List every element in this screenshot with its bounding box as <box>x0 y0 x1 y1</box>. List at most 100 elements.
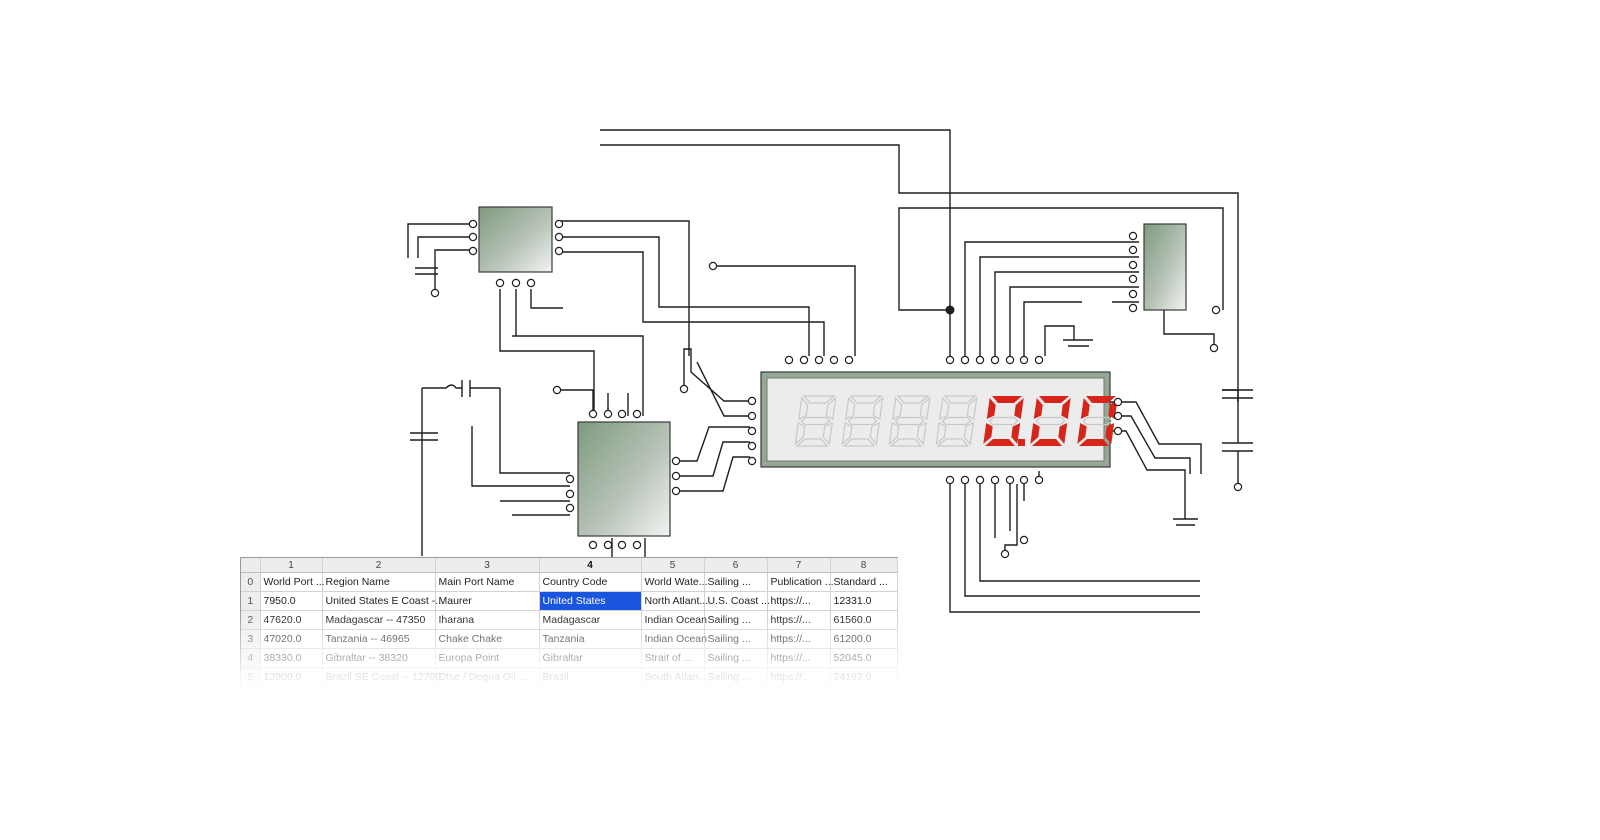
table-cell[interactable]: Sailing ... <box>704 648 768 668</box>
table-cell[interactable]: Country Code <box>539 572 642 592</box>
pin-terminal <box>671 486 681 496</box>
pin-terminal <box>747 456 757 466</box>
table-cell[interactable]: Chake Chake <box>435 629 540 649</box>
column-header[interactable]: 6 <box>704 558 768 573</box>
table-cell[interactable]: Dtse / Degua Oil ... <box>435 667 540 687</box>
table-cell[interactable]: Maurer <box>435 591 540 611</box>
pin-terminal <box>1128 231 1138 241</box>
table-cell[interactable]: Strait of ... <box>641 648 705 668</box>
unlit-segment-g-digit-3 <box>894 416 925 426</box>
column-header[interactable]: 7 <box>767 558 831 573</box>
pin-terminal <box>565 474 575 484</box>
table-cell[interactable]: Brazil SE Coast -- 12700 <box>322 667 441 687</box>
row-header[interactable]: 2 <box>241 610 261 630</box>
lit-segment-f-digit-6 <box>1033 398 1043 419</box>
table-cell[interactable]: https://... <box>767 667 831 687</box>
column-header[interactable]: 4 <box>539 558 642 573</box>
row-header[interactable]: 0 <box>241 572 261 592</box>
pin-terminal <box>1019 355 1029 365</box>
lit-segment-c-digit-6 <box>1058 423 1068 444</box>
table-cell[interactable]: U.S. Coast ... <box>704 591 770 611</box>
row-header[interactable]: 1 <box>241 591 261 611</box>
pin-terminal <box>588 540 598 550</box>
table-cell[interactable]: Tanzania <box>539 629 642 649</box>
table-cell[interactable]: Madagascar <box>539 610 642 630</box>
table-cell[interactable]: South Atlan... <box>641 667 707 687</box>
lit-segment-f-digit-5 <box>986 398 996 419</box>
pin-terminal <box>554 246 564 256</box>
pin-terminal <box>960 355 970 365</box>
table-cell[interactable]: United States <box>539 591 642 611</box>
column-header[interactable]: 2 <box>322 558 436 573</box>
column-header[interactable]: 5 <box>641 558 705 573</box>
column-header[interactable]: 8 <box>830 558 898 573</box>
pin-terminal <box>975 355 985 365</box>
table-cell[interactable]: Indian Ocean <box>641 610 707 630</box>
pin-terminal <box>799 355 809 365</box>
table-cell[interactable]: North Atlant... <box>641 591 708 611</box>
table-cell[interactable]: 7950.0 <box>260 591 323 611</box>
table-cell[interactable]: Indian Ocean <box>641 629 707 649</box>
table-cell[interactable]: Gibraltar <box>539 648 642 668</box>
table-cell[interactable]: Gibraltar -- 38320 <box>322 648 436 668</box>
table-cell[interactable]: World Wate... <box>641 572 708 592</box>
pin-terminal <box>1034 355 1044 365</box>
table-cell[interactable]: Sailing ... <box>704 667 768 687</box>
table-cell[interactable]: Iharana <box>435 610 540 630</box>
table-cell[interactable]: Europa Point <box>435 648 540 668</box>
table-cell[interactable]: Sailing ... <box>704 572 768 592</box>
unlit-segment-e-digit-3 <box>888 422 900 446</box>
table-cell[interactable]: Sailing ... <box>704 610 768 630</box>
lit-segment-f-digit-7 <box>1080 398 1090 419</box>
unlit-segment-c-digit-2 <box>869 421 880 446</box>
row-header[interactable]: 5 <box>241 667 261 687</box>
table-cell[interactable]: World Port ... <box>260 572 325 592</box>
table-cell[interactable]: 61200.0 <box>830 629 898 649</box>
table-cell[interactable]: Brazil <box>539 667 642 687</box>
table-cell[interactable]: 12331.0 <box>830 591 898 611</box>
table-cell[interactable]: 47620.0 <box>260 610 323 630</box>
column-header[interactable]: 1 <box>260 558 323 573</box>
pin-terminal <box>747 441 757 451</box>
table-cell[interactable]: 12900.0 <box>260 667 323 687</box>
unlit-segment-a-digit-1 <box>802 395 836 404</box>
table-cell[interactable]: Publication ... <box>767 572 834 592</box>
pin-terminal <box>1128 274 1138 284</box>
pin-terminal <box>526 278 536 288</box>
table-cell[interactable]: 61560.0 <box>830 610 898 630</box>
table-cell[interactable]: Region Name <box>322 572 436 592</box>
table-cell[interactable]: 47020.0 <box>260 629 323 649</box>
ic-chip-3 <box>1143 223 1187 311</box>
table-cell[interactable]: 38330.0 <box>260 648 323 668</box>
pin-terminal <box>844 355 854 365</box>
row-header[interactable]: 3 <box>241 629 261 649</box>
table-cell[interactable]: Standard ... <box>830 572 898 592</box>
unlit-segment-d-digit-2 <box>842 438 876 447</box>
table-cell[interactable]: Sailing ... <box>704 629 768 649</box>
table-cell[interactable]: https://... <box>767 591 831 611</box>
table-cell[interactable]: Main Port Name <box>435 572 540 592</box>
table-cell[interactable]: 24162.0 <box>830 667 898 687</box>
pin-terminal <box>495 278 505 288</box>
pin-terminal <box>617 409 627 419</box>
table-cell[interactable]: https://... <box>767 648 831 668</box>
table-cell[interactable]: https://... <box>767 629 831 649</box>
table-cell[interactable]: Madagascar -- 47350 <box>322 610 436 630</box>
unlit-segment-e-digit-1 <box>794 422 806 446</box>
pin-terminal <box>945 475 955 485</box>
table-cell[interactable]: https://... <box>767 610 831 630</box>
ic-chip-1 <box>478 206 553 273</box>
table-cell[interactable]: Tanzania -- 46965 <box>322 629 436 649</box>
pin-terminal <box>1233 482 1243 492</box>
pin-terminal <box>990 355 1000 365</box>
unlit-segment-c-digit-1 <box>822 421 833 446</box>
table-cell[interactable]: United States E Coast -... <box>322 591 444 611</box>
table-cell[interactable]: 52045.0 <box>830 648 898 668</box>
column-header[interactable]: 3 <box>435 558 540 573</box>
row-header[interactable]: 4 <box>241 648 261 668</box>
